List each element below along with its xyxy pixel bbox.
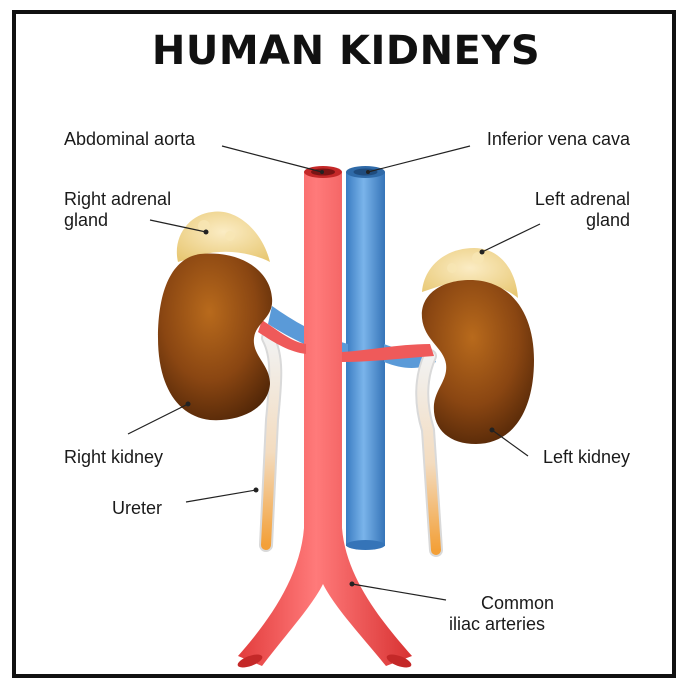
right-adrenal-gland (176, 211, 270, 262)
left-kidney (421, 280, 534, 444)
leader-right-kidney (127, 403, 189, 435)
leader-right-adrenal (149, 219, 207, 233)
label-left-adrenal-line2: gland (585, 210, 630, 230)
page-title: HUMAN KIDNEYS (151, 28, 541, 74)
leader-left-adrenal (481, 223, 541, 253)
label-right-adrenal-line2: gland (64, 210, 109, 230)
right-kidney (158, 253, 273, 421)
abdominal-aorta (237, 166, 412, 668)
label-inferior-vena-cava: Inferior vena cava (486, 129, 630, 149)
leader-dots (185, 170, 495, 587)
label-left-kidney: Left kidney (542, 447, 630, 467)
label-common-iliac-line2: iliac arteries (449, 614, 546, 634)
leader-inferior-vena-cava (367, 145, 471, 173)
label-common-iliac-line1: Common (481, 593, 555, 613)
label-left-adrenal-line1: Left adrenal (534, 189, 630, 209)
renal-arteries (258, 320, 434, 362)
label-right-adrenal-line1: Right adrenal (64, 189, 172, 209)
leader-lines (127, 145, 541, 601)
leader-ureter (185, 489, 257, 503)
ureters (259, 331, 443, 557)
leader-common-iliac (351, 583, 447, 601)
label-abdominal-aorta: Abdominal aorta (64, 129, 196, 149)
leader-left-kidney (491, 429, 529, 457)
label-right-kidney: Right kidney (64, 447, 164, 467)
label-ureter: Ureter (112, 498, 163, 518)
leader-abdominal-aorta (221, 145, 323, 173)
